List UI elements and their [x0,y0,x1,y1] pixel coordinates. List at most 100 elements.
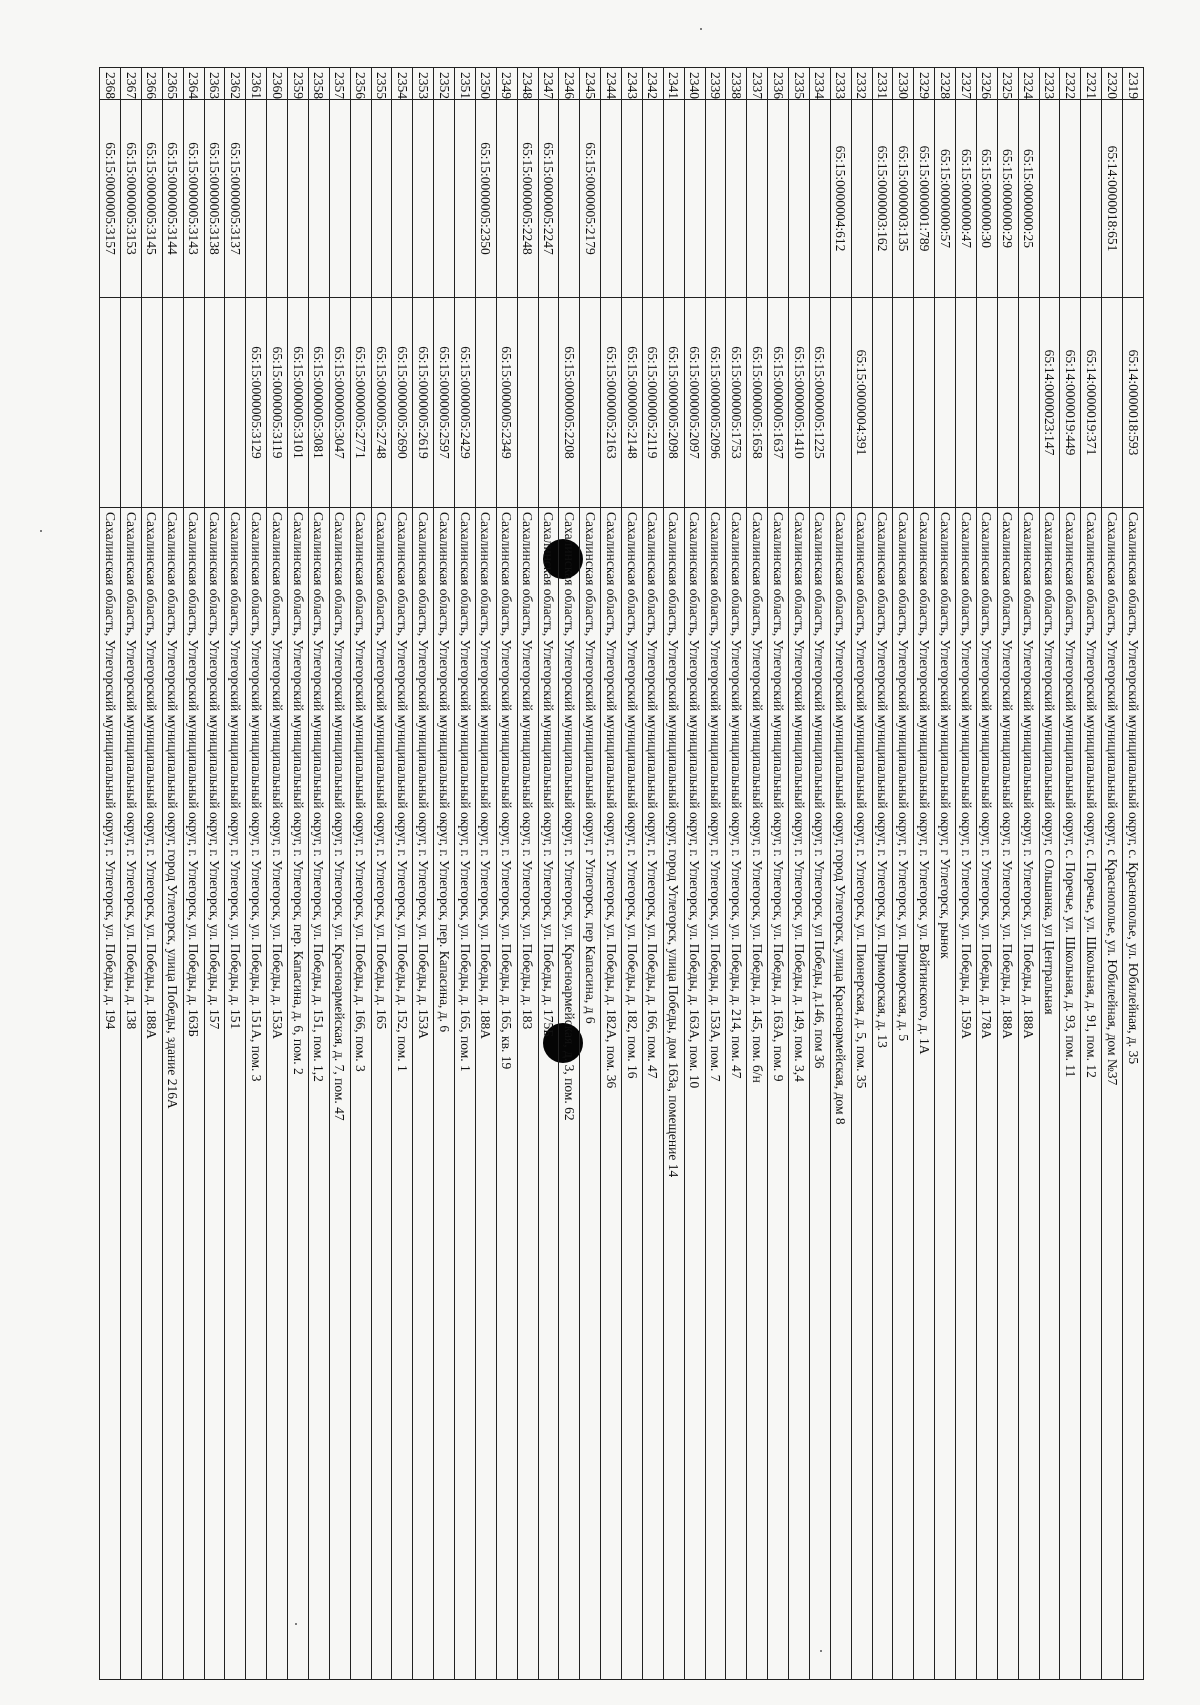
row-number: 2337 [746,67,768,100]
row-number: 2320 [1101,67,1123,100]
row-number: 2324 [1018,67,1040,100]
cadastral-number-1 [392,99,413,298]
cadastral-number-2 [913,297,935,508]
address: Сахалинская область, Углегорский муницип… [621,507,643,1680]
address: Сахалинская область, Углегорский муницип… [746,507,768,1680]
cadastral-number-1: 65:15:0000005:2248 [517,99,539,298]
cadastral-number-1: 65:15:0000005:3157 [99,99,121,298]
address: Сахалинская область, Углегорский муницип… [183,507,205,1680]
cadastral-number-1: 65:15:0000003:162 [872,99,893,298]
cadastral-number-2: 65:15:0000004:391 [851,297,873,508]
cadastral-number-1: 65:15:0000005:3138 [204,99,225,298]
cadastral-number-1 [788,99,810,298]
row-number: 2366 [141,67,163,100]
address: Сахалинская область, Углегорский муницип… [684,507,706,1680]
cadastral-number-1 [559,99,580,298]
row-number: 2330 [893,67,914,100]
row-number: 2364 [183,67,205,100]
address: Сахалинская область, Углегорский муницип… [705,507,726,1680]
row-number: 2333 [830,67,852,100]
row-number: 2360 [266,67,288,100]
row-number: 2361 [245,67,267,100]
row-number: 2336 [767,67,789,100]
address: Сахалинская область, Углегорский муницип… [475,507,497,1680]
punch-hole-bottom [543,1023,583,1063]
address: Сахалинская область, Углегорский муницип… [934,507,956,1680]
cadastral-number-1 [1039,99,1060,298]
cadastral-number-2: 65:15:0000005:2148 [621,297,643,508]
address: Сахалинская область, Углегорский муницип… [141,507,163,1680]
row-number: 2365 [162,67,184,100]
cadastral-number-2: 65:15:0000005:2096 [705,297,726,508]
address: Сахалинская область, Углегорский муницип… [225,507,246,1680]
cadastral-number-1 [621,99,643,298]
address: Сахалинская область, Углегорский муницип… [412,507,434,1680]
cadastral-number-1: 65:15:0000005:2350 [475,99,497,298]
cadastral-number-2: 65:15:0000005:1753 [726,297,747,508]
cadastral-number-2: 65:14:0000018:593 [1122,297,1144,508]
row-number: 2344 [600,67,622,100]
cadastral-number-1 [1080,99,1102,298]
address: Сахалинская область, Углегорский муницип… [788,507,810,1680]
row-number: 2327 [955,67,977,100]
cadastral-number-1: 65:15:0000004:612 [830,99,852,298]
cadastral-number-2: 65:15:0000005:1410 [788,297,810,508]
cadastral-number-1 [496,99,518,298]
cadastral-number-1 [308,99,330,298]
cadastral-number-2: 65:14:0000019:449 [1060,297,1081,508]
scan-speck [820,1650,822,1652]
row-number: 2326 [976,67,998,100]
row-number: 2346 [559,67,580,100]
cadastral-number-1: 65:15:0000005:3153 [120,99,142,298]
cadastral-number-1 [767,99,789,298]
row-number: 2362 [225,67,246,100]
address: Сахалинская область, Углегорский муницип… [120,507,142,1680]
cadastral-number-1 [412,99,434,298]
cadastral-number-2 [976,297,998,508]
cadastral-number-1 [809,99,831,298]
row-number: 2351 [454,67,476,100]
address: Сахалинская область, Углегорский муницип… [1101,507,1123,1680]
address: Сахалинская область, Углегорский муницип… [1018,507,1040,1680]
cadastral-number-1: 65:15:0000005:3137 [225,99,246,298]
address: Сахалинская область, Углегорский муницип… [433,507,455,1680]
address: Сахалинская область, Углегорский муницип… [976,507,998,1680]
cadastral-number-1: 65:15:0000005:2179 [579,99,601,298]
address: Сахалинская область, Углегорский муницип… [1060,507,1081,1680]
row-number: 2321 [1080,67,1102,100]
cadastral-number-2: 65:15:0000005:3119 [266,297,288,508]
cadastral-number-2: 65:15:0000005:2748 [371,297,392,508]
cadastral-number-1 [287,99,309,298]
scan-speck [700,28,702,30]
cadastral-number-1: 65:15:0000003:135 [893,99,914,298]
address: Сахалинская область, Углегорский муницип… [308,507,330,1680]
cadastral-number-1 [1060,99,1081,298]
row-number: 2345 [579,67,601,100]
cadastral-number-2 [934,297,956,508]
row-number: 2340 [684,67,706,100]
cadastral-number-2 [225,297,246,508]
address: Сахалинская область, Углегорский муницип… [538,507,559,1680]
address: Сахалинская область, Углегорский муницип… [1080,507,1102,1680]
cadastral-number-1: 65:15:0000000:57 [934,99,956,298]
